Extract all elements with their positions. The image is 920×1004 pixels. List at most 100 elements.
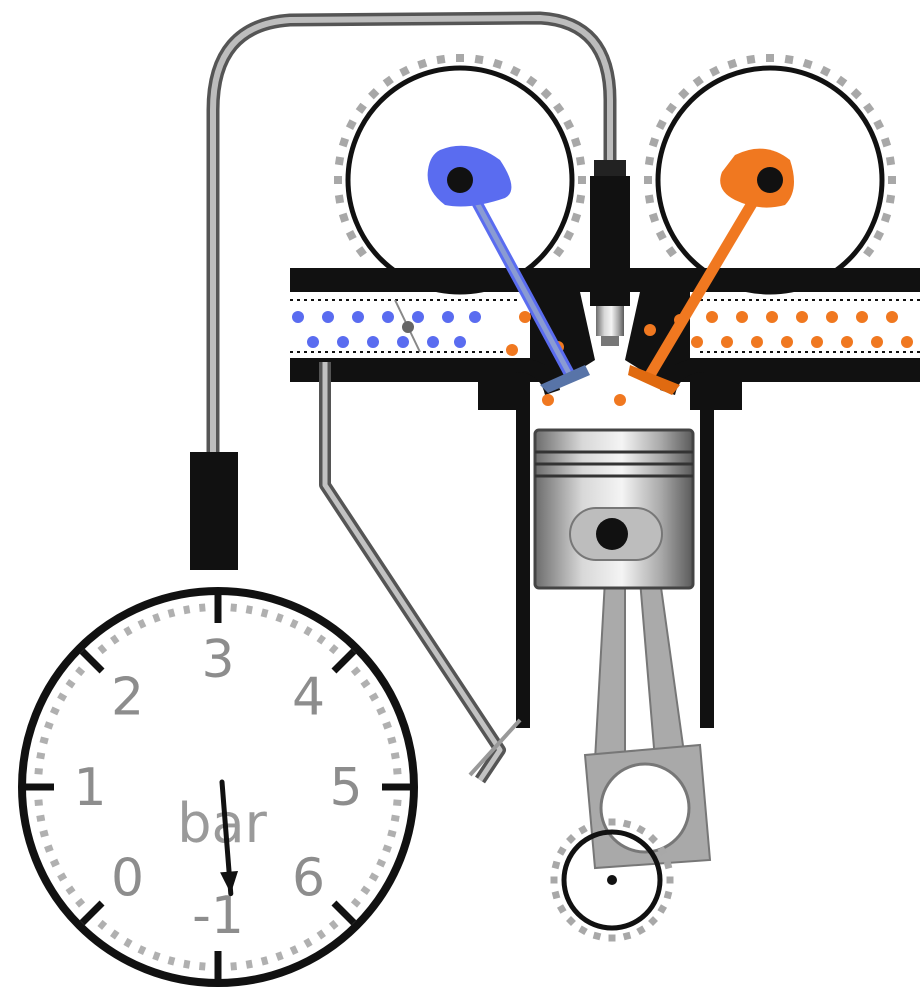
- gauge-minor-tick: [350, 897, 361, 908]
- gear-tooth: [657, 846, 668, 856]
- intake-particle: [352, 311, 364, 323]
- gear-tooth: [644, 176, 652, 184]
- exhaust-gas-particles: [506, 311, 913, 406]
- exhaust-particle: [901, 336, 913, 348]
- gauge-minor-tick: [198, 603, 206, 612]
- gear-tooth: [766, 54, 774, 62]
- cylinder-wall-right: [700, 410, 714, 728]
- gear-tooth: [644, 156, 655, 166]
- exhaust-particle: [841, 336, 853, 348]
- gear-tooth: [746, 54, 756, 65]
- exhaust-particle: [886, 311, 898, 323]
- exhaust-particle: [721, 336, 733, 348]
- gear-tooth: [665, 246, 677, 258]
- gear-tooth: [578, 176, 586, 184]
- gear-tooth: [784, 54, 794, 65]
- gear-tooth: [608, 818, 616, 826]
- intake-particle: [412, 311, 424, 323]
- gear-tooth: [399, 65, 410, 77]
- gear-tooth: [334, 156, 345, 166]
- intake-particle: [469, 311, 481, 323]
- gauge-minor-tick: [289, 945, 299, 956]
- intake-particle: [382, 311, 394, 323]
- gauge-minor-tick: [316, 929, 326, 940]
- exhaust-particle: [542, 394, 554, 406]
- gear-tooth: [880, 137, 892, 148]
- gauge-major-ticks: [26, 595, 410, 979]
- intake-particle: [337, 336, 349, 348]
- gauge-minor-tick: [167, 956, 176, 966]
- gear-tooth: [526, 75, 538, 87]
- gear-tooth: [368, 88, 380, 100]
- gauge-minor-tick: [183, 605, 191, 615]
- gauge-major-tick: [331, 900, 357, 926]
- gauge-minor-tick: [39, 736, 49, 745]
- gauge-minor-tick: [350, 666, 361, 677]
- gauge-scale-label: 5: [329, 758, 362, 818]
- gear-tooth: [636, 925, 646, 936]
- gauge-minor-tick: [303, 937, 313, 948]
- exhaust-particle: [781, 336, 793, 348]
- gauge-major-tick: [79, 648, 105, 674]
- gear-tooth: [570, 212, 582, 223]
- gauge-minor-tick: [387, 736, 397, 745]
- gear-tooth: [644, 194, 655, 204]
- gauge-minor-tick: [328, 919, 339, 930]
- gauge-minor-tick: [34, 799, 43, 807]
- gear-tooth: [657, 904, 668, 914]
- exhaust-particle: [519, 311, 531, 323]
- gear-tooth: [338, 212, 350, 223]
- gauge-minor-tick: [230, 603, 238, 612]
- gauge-minor-tick: [230, 962, 238, 971]
- gear-tooth: [563, 119, 575, 130]
- gear-tooth: [885, 194, 896, 204]
- gauge-minor-tick: [110, 929, 120, 940]
- gear-tooth: [665, 102, 677, 114]
- crankshaft-gear: [550, 818, 674, 942]
- gauge-minor-tick: [387, 829, 397, 838]
- gauge-minor-tick: [245, 959, 253, 969]
- gauge-minor-tick: [328, 644, 339, 655]
- gauge-minor-tick: [390, 752, 400, 760]
- gear-tooth: [474, 54, 484, 65]
- gauge-minor-tick: [376, 706, 387, 716]
- gear-tooth: [678, 88, 690, 100]
- gauge-minor-tick: [260, 608, 269, 618]
- gauge-major-tick: [331, 648, 357, 674]
- gauge-needle-tip: [220, 871, 239, 894]
- intake-particle: [307, 336, 319, 348]
- gear-tooth: [334, 176, 342, 184]
- gear-tooth: [417, 58, 428, 70]
- gauge-minor-tick: [75, 897, 86, 908]
- gauge-minor-tick: [152, 613, 161, 623]
- gear-tooth: [436, 54, 446, 65]
- gauge-minor-tick: [390, 814, 400, 822]
- gear-tooth: [553, 246, 565, 258]
- gear-tooth: [663, 860, 673, 870]
- exhaust-particle: [736, 311, 748, 323]
- exhaust-particle: [644, 324, 656, 336]
- gear-tooth: [334, 194, 345, 204]
- gauge-minor-tick: [137, 618, 147, 629]
- gauge-minor-tick: [75, 666, 86, 677]
- gear-tooth: [510, 65, 521, 77]
- gauge-minor-tick: [44, 721, 54, 730]
- gauge-minor-tick: [275, 951, 284, 961]
- gauge-minor-tick: [289, 618, 299, 629]
- gear-tooth: [850, 88, 862, 100]
- gauge-minor-tick: [303, 626, 313, 637]
- gauge-minor-tick: [275, 613, 284, 623]
- gauge-minor-tick: [360, 679, 371, 689]
- gear-tooth: [578, 925, 588, 936]
- gear-tooth: [666, 876, 674, 884]
- gauge-minor-tick: [36, 814, 46, 822]
- gear-tooth: [382, 75, 394, 87]
- gear-tooth: [492, 58, 503, 70]
- gear-tooth: [575, 194, 586, 204]
- exhaust-valve: [628, 187, 765, 395]
- gear-tooth: [355, 246, 367, 258]
- intake-particle: [292, 311, 304, 323]
